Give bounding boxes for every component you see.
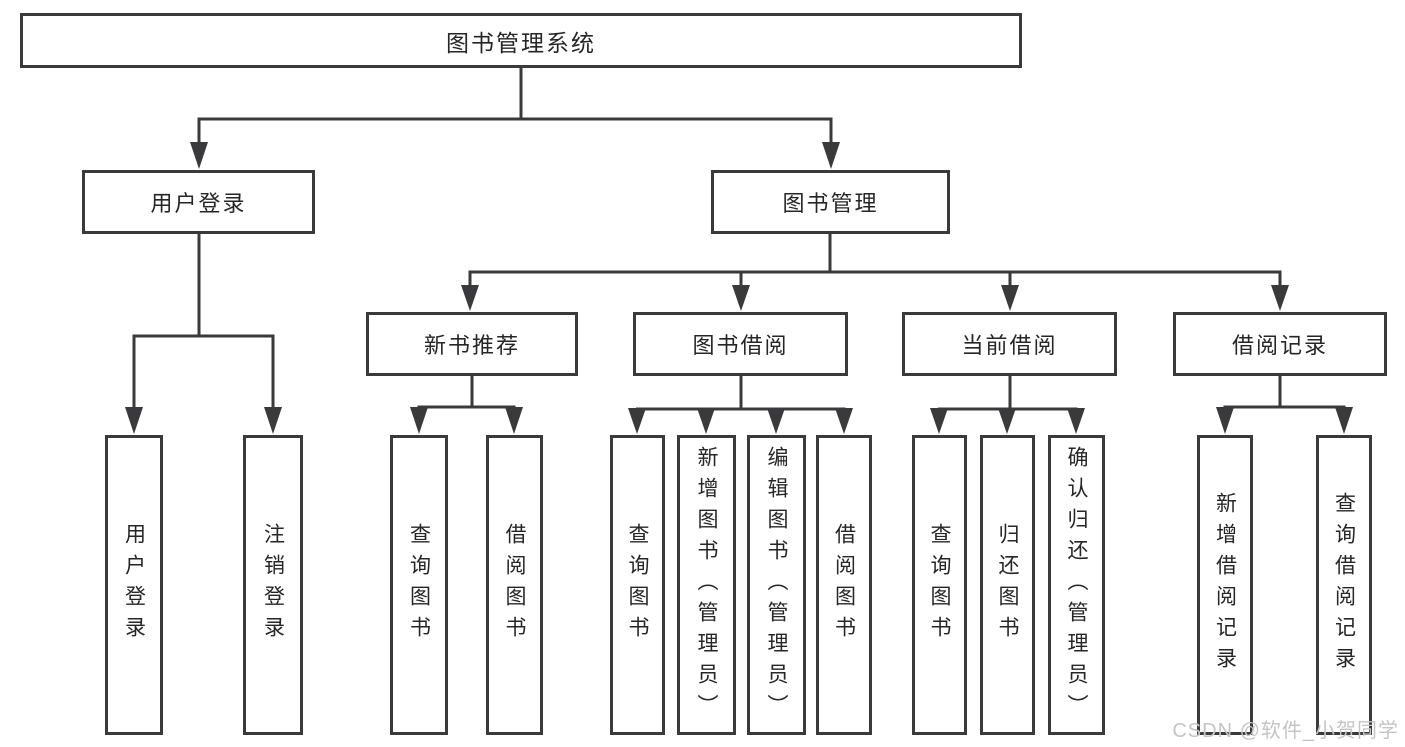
leaf-query-book-recommend: 查询图书: [390, 435, 448, 735]
node-root-label: 图书管理系统: [446, 29, 596, 56]
connector-root-to-children: [190, 66, 840, 169]
node-borrow-records-label: 借阅记录: [1231, 333, 1328, 358]
node-user-login: 用户登录: [82, 170, 315, 234]
leaf-query-book-borrow-label: 查询图书: [626, 523, 649, 647]
node-book-borrow: 图书借阅: [633, 312, 848, 376]
leaf-add-book-admin-label: 新增图书（管理员）: [695, 445, 718, 725]
leaf-edit-book-admin-label: 编辑图书（管理员）: [765, 445, 788, 725]
leaf-borrow-book-recommend-label: 借阅图书: [503, 523, 526, 647]
node-root: 图书管理系统: [20, 13, 1022, 68]
leaf-borrow-book: 借阅图书: [816, 435, 872, 735]
leaf-return-book-label: 归还图书: [996, 523, 1019, 647]
leaf-query-book-current-label: 查询图书: [928, 523, 951, 647]
node-current-borrow-label: 当前借阅: [961, 333, 1058, 358]
connector-new-book-recommend-children: [410, 375, 523, 434]
leaf-confirm-return-admin: 确认归还（管理员）: [1048, 435, 1105, 735]
node-book-management-label: 图书管理: [782, 191, 879, 216]
connector-user-login-children: [125, 233, 282, 434]
leaf-user-login: 用户登录: [105, 435, 163, 735]
node-borrow-records: 借阅记录: [1173, 312, 1387, 376]
leaf-add-borrow-record: 新增借阅记录: [1197, 435, 1253, 735]
leaf-query-borrow-record: 查询借阅记录: [1316, 435, 1372, 735]
leaf-borrow-book-recommend: 借阅图书: [486, 435, 543, 735]
node-new-book-recommend-label: 新书推荐: [423, 333, 520, 358]
node-book-management: 图书管理: [711, 170, 950, 234]
connector-book-borrow-children: [628, 375, 853, 434]
leaf-add-borrow-record-label: 新增借阅记录: [1213, 492, 1237, 678]
leaf-user-login-label: 用户登录: [122, 523, 146, 647]
connector-book-management-children: [461, 233, 1289, 311]
node-current-borrow: 当前借阅: [902, 312, 1117, 376]
leaf-query-book-borrow: 查询图书: [610, 435, 665, 735]
leaf-logout-label: 注销登录: [261, 523, 285, 647]
leaf-edit-book-admin: 编辑图书（管理员）: [747, 435, 806, 735]
leaf-query-book-recommend-label: 查询图书: [407, 523, 431, 647]
node-new-book-recommend: 新书推荐: [366, 312, 578, 376]
connector-borrow-records-children: [1216, 375, 1353, 434]
leaf-return-book: 归还图书: [980, 435, 1035, 735]
node-user-login-label: 用户登录: [150, 191, 247, 216]
watermark-text: CSDN @软件_小贺同学: [1172, 720, 1399, 742]
leaf-query-book-current: 查询图书: [912, 435, 967, 735]
leaf-add-book-admin: 新增图书（管理员）: [677, 435, 736, 735]
leaf-logout: 注销登录: [243, 435, 303, 735]
leaf-confirm-return-admin-label: 确认归还（管理员）: [1065, 445, 1088, 725]
connector-current-borrow-children: [930, 375, 1085, 434]
node-book-borrow-label: 图书借阅: [692, 333, 789, 358]
leaf-query-borrow-record-label: 查询借阅记录: [1332, 492, 1356, 678]
leaf-borrow-book-label: 借阅图书: [832, 523, 856, 647]
